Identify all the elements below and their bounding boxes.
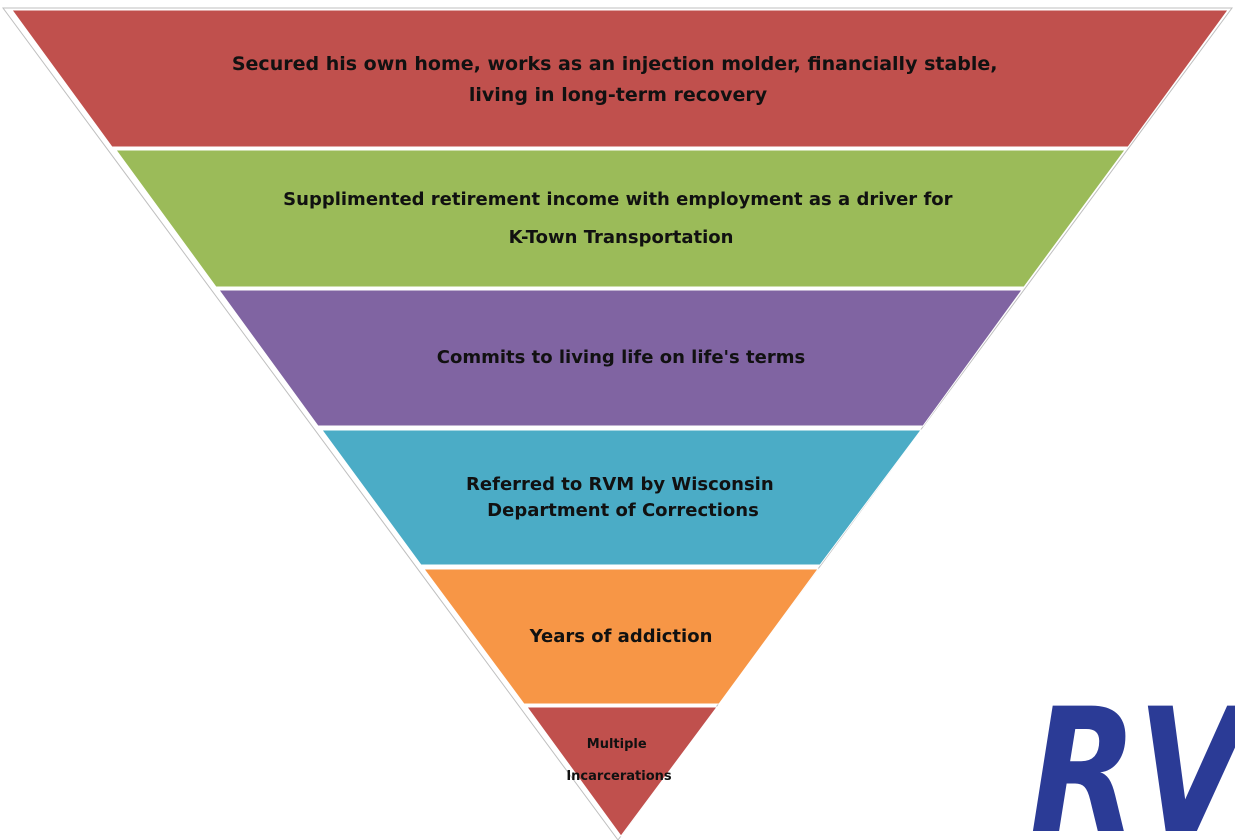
pyramid-level-3-band [218,289,1023,427]
level-6-line-2: Incarcerations [566,769,672,784]
level-6-line-1: Multiple [587,737,647,752]
pyramid-level-1-band [11,9,1229,148]
pyramid-level-2-text: Supplimented retirement income with empl… [283,189,959,248]
level-5-line-1: Years of addiction [529,626,713,647]
pyramid-level-5-text: Years of addiction [529,626,713,647]
level-1-line-1: Secured his own home, works as an inject… [232,53,998,75]
level-3-line-1: Commits to living life on life's terms [437,347,805,368]
pyramid-level-6-text: Multiple Incarcerations [566,737,672,784]
rvm-logo: RV [1030,671,1235,840]
level-2-line-2: K-Town Transportation [509,227,734,248]
pyramid-level-4-band [321,429,922,566]
pyramid-level-1-text: Secured his own home, works as an inject… [232,53,1004,106]
level-2-line-1: Supplimented retirement income with empl… [283,189,952,210]
pyramid-level-2-band [115,149,1126,288]
pyramid-level-6-band [526,706,718,837]
level-1-line-2: living in long-term recovery [469,84,768,106]
level-4-line-2: Department of Corrections [487,500,759,521]
pyramid-level-5-band [423,568,819,705]
level-4-line-1: Referred to RVM by Wisconsin [466,474,774,495]
pyramid-level-3-text: Commits to living life on life's terms [437,347,805,368]
pyramid-level-4-text: Referred to RVM by Wisconsin Department … [466,474,780,521]
